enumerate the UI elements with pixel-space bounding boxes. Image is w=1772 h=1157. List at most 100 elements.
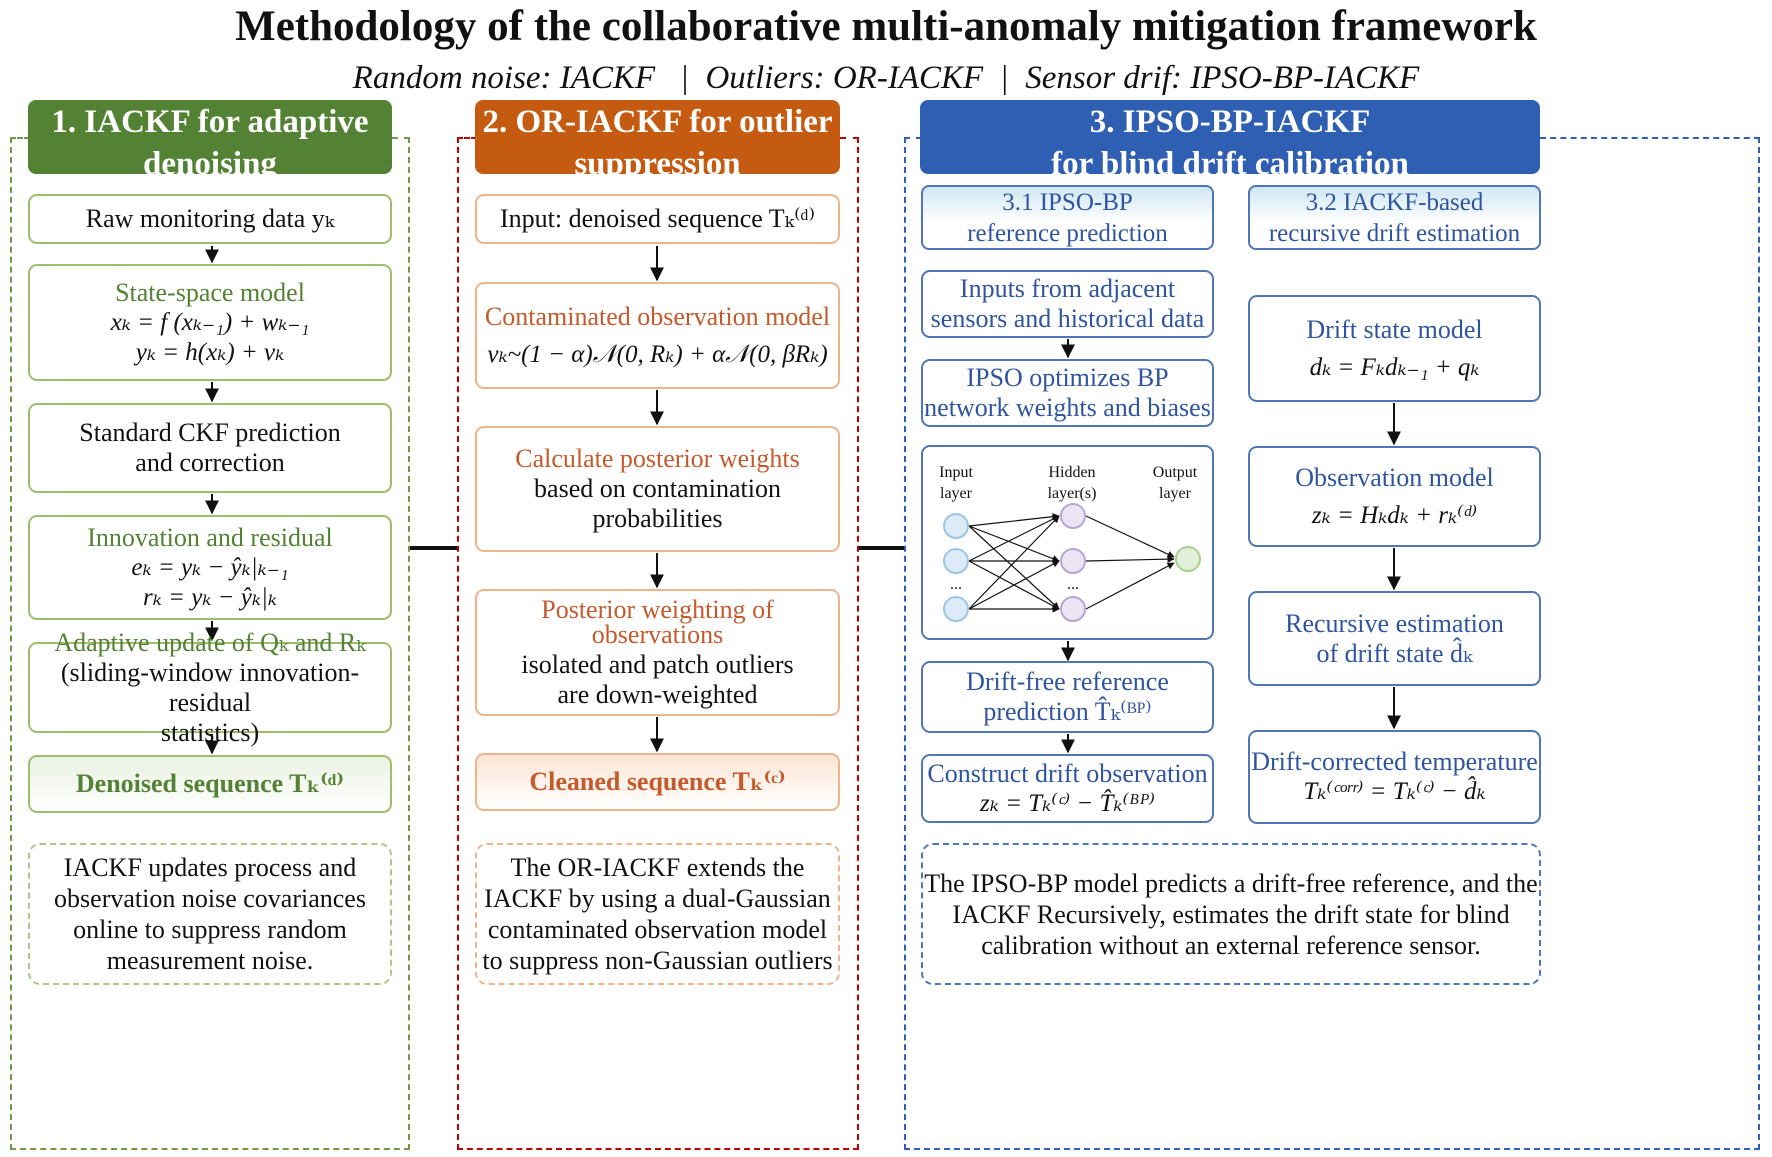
- note-line: contaminated observation model: [487, 915, 828, 944]
- output-node: [1175, 546, 1201, 572]
- construct-drift-equation: zₖ = Tₖ⁽ᶜ⁾ − T̂ₖ⁽ᴮᴾ⁾: [980, 789, 1155, 817]
- page-subtitle: Random noise: IACKF | Outliers: OR-IACKF…: [352, 60, 1420, 96]
- note-line: IACKF Recursively, estimates the drift s…: [952, 899, 1510, 929]
- column-3-header-line: for blind drift calibration: [1051, 146, 1409, 182]
- drift-free-box: Drift-free reference prediction T̂ₖ⁽ᴮᴾ⁾: [921, 661, 1214, 733]
- raw-data-label: Raw monitoring data yₖ: [85, 204, 335, 233]
- note-line: The OR-IACKF extends the: [510, 853, 805, 882]
- column-2-frame-top-right: [840, 137, 859, 139]
- subsection-3-1-header: 3.1 IPSO-BP reference prediction: [921, 185, 1214, 250]
- column-2-frame: [457, 137, 859, 1150]
- nn-input-label: Input: [939, 464, 973, 481]
- contaminated-model-title: Contaminated observation model: [484, 301, 831, 331]
- posterior-weights-title: Calculate posterior weights: [515, 444, 800, 473]
- column-2-note: The OR-IACKF extends the IACKF by using …: [475, 843, 840, 985]
- observation-model-equation: zₖ = Hₖdₖ + rₖ⁽ᵈ⁾: [1311, 501, 1478, 529]
- input-label: Input: denoised sequence Tₖ⁽ᵈ⁾: [499, 204, 816, 233]
- column-1-frame-top-left: [10, 137, 30, 139]
- posterior-weighting-box: Posterior weighting of observations isol…: [475, 589, 840, 716]
- column-2-frame-top-left: [457, 137, 477, 139]
- residual-equation: rₖ = yₖ − ŷₖ|ₖ: [142, 583, 277, 611]
- construct-drift-box: Construct drift observation zₖ = Tₖ⁽ᶜ⁾ −…: [921, 754, 1214, 823]
- drift-corrected-equation: Tₖ⁽ᶜᵒʳʳ⁾ = Tₖ⁽ᶜ⁾ − d̂ₖ: [1303, 778, 1486, 805]
- subsection-label: 3.2 IACKF-based: [1305, 188, 1484, 216]
- construct-drift-title: Construct drift observation: [927, 758, 1208, 788]
- column-3-header-line: 3. IPSO-BP-IACKF: [1089, 104, 1371, 140]
- subsection-3-2-header: 3.2 IACKF-based recursive drift estimati…: [1248, 185, 1541, 250]
- column-3-note: The IPSO-BP model predicts a drift-free …: [921, 843, 1541, 985]
- recursive-estimation-box: Recursive estimation of drift state d̂ₖ: [1248, 591, 1541, 686]
- posterior-weighting-body: are down-weighted: [557, 680, 758, 709]
- drift-free-label: Drift-free reference: [966, 667, 1169, 696]
- input-node: [943, 596, 969, 622]
- adaptive-update-body: statistics): [160, 717, 260, 747]
- state-space-model-box: State-space model xₖ = f (xₖ₋₁) + wₖ₋₁ y…: [28, 264, 392, 381]
- posterior-weights-body: based on contamination: [534, 474, 781, 503]
- column-2-header: 2. OR-IACKF for outlier suppression: [475, 100, 840, 182]
- input-node: [943, 513, 969, 539]
- subsection-label: recursive drift estimation: [1268, 219, 1521, 247]
- posterior-weighting-body: isolated and patch outliers: [521, 650, 794, 679]
- nn-output-label: Output: [1153, 464, 1198, 481]
- input-node: [943, 548, 969, 574]
- note-line: IACKF updates process and: [63, 853, 357, 882]
- note-line: online to suppress random: [73, 915, 347, 944]
- drift-state-equation: dₖ = Fₖdₖ₋₁ + qₖ: [1309, 353, 1480, 381]
- column-2-header-line: 2. OR-IACKF for outlier: [482, 104, 833, 140]
- adaptive-update-title: Adaptive update of Qₖ and Rₖ: [54, 627, 366, 657]
- input-box: Input: denoised sequence Tₖ⁽ᵈ⁾: [475, 194, 840, 244]
- hidden-node: [1060, 596, 1086, 622]
- observation-model-box: Observation model zₖ = Hₖdₖ + rₖ⁽ᵈ⁾: [1248, 446, 1541, 547]
- contaminated-model-equation: vₖ~(1 − α)𝒩(0, Rₖ) + α𝒩(0, βRₖ): [487, 340, 828, 368]
- recursive-estimation-label: Recursive estimation: [1285, 608, 1504, 638]
- posterior-weighting-title: observations: [591, 620, 724, 649]
- adaptive-update-body: (sliding-window innovation-residual: [60, 657, 360, 717]
- cleaned-output-box: Cleaned sequence Tₖ⁽ᶜ⁾: [475, 753, 840, 811]
- drift-free-label: prediction T̂ₖ⁽ᴮᴾ⁾: [983, 697, 1152, 726]
- column-1-frame-top-right: [392, 137, 410, 139]
- ckf-label: Standard CKF prediction: [79, 418, 341, 447]
- column-3-frame-top-right: [1540, 137, 1760, 139]
- observation-model-title: Observation model: [1295, 462, 1494, 492]
- ipso-label: IPSO optimizes BP: [966, 363, 1169, 392]
- innovation-title: Innovation and residual: [87, 522, 333, 552]
- innovation-equation: eₖ = yₖ − ŷₖ|ₖ₋₁: [131, 553, 289, 581]
- hidden-node: [1060, 548, 1086, 574]
- ckf-label: and correction: [135, 448, 285, 477]
- nn-ellipsis: ...: [1067, 576, 1079, 593]
- column-1-header: 1. IACKF for adaptive denoising: [28, 100, 392, 182]
- nn-hidden-label: layer(s): [1048, 485, 1097, 502]
- ipso-box: IPSO optimizes BP network weights and bi…: [921, 359, 1214, 427]
- observation-equation: yₖ = h(xₖ) + vₖ: [135, 338, 285, 366]
- recursive-estimation-label: of drift state d̂ₖ: [1316, 638, 1473, 668]
- nn-output-label: layer: [1159, 485, 1192, 502]
- drift-state-model-box: Drift state model dₖ = Fₖdₖ₋₁ + qₖ: [1248, 295, 1541, 402]
- posterior-weights-body: probabilities: [592, 504, 723, 533]
- note-line: IACKF by using a dual-Gaussian: [484, 884, 831, 913]
- denoised-output-box: Denoised sequence Tₖ⁽ᵈ⁾: [28, 755, 392, 813]
- note-line: to suppress non-Gaussian outliers: [482, 946, 833, 975]
- denoised-output-label: Denoised sequence Tₖ⁽ᵈ⁾: [75, 769, 345, 798]
- drift-corrected-title: Drift-corrected temperature: [1251, 747, 1538, 776]
- note-line: measurement noise.: [106, 946, 314, 975]
- column-3-frame-top-left: [904, 137, 922, 139]
- subsection-label: reference prediction: [967, 219, 1168, 247]
- inputs-box: Inputs from adjacent sensors and histori…: [921, 270, 1214, 338]
- neural-network-box: Input layer Hidden layer(s) Output layer…: [921, 445, 1214, 640]
- adaptive-update-box: Adaptive update of Qₖ and Rₖ (sliding-wi…: [28, 628, 392, 747]
- ckf-box: Standard CKF prediction and correction: [28, 403, 392, 493]
- page-title: Methodology of the collaborative multi-a…: [235, 3, 1537, 50]
- subsection-label: 3.1 IPSO-BP: [1002, 188, 1133, 216]
- nn-hidden-label: Hidden: [1048, 464, 1095, 481]
- column-1-note: IACKF updates process and observation no…: [28, 843, 392, 985]
- inputs-label: Inputs from adjacent: [959, 274, 1176, 303]
- raw-data-box: Raw monitoring data yₖ: [28, 194, 392, 244]
- column-1-frame: [10, 137, 410, 1150]
- note-line: calibration without an external referenc…: [981, 930, 1481, 960]
- inputs-label: sensors and historical data: [930, 304, 1205, 333]
- column-1-header-line: 1. IACKF for adaptive: [51, 104, 369, 140]
- contaminated-model-box: Contaminated observation model vₖ~(1 − α…: [475, 282, 840, 389]
- posterior-weights-box: Calculate posterior weights based on con…: [475, 426, 840, 552]
- state-space-model-title: State-space model: [115, 277, 305, 307]
